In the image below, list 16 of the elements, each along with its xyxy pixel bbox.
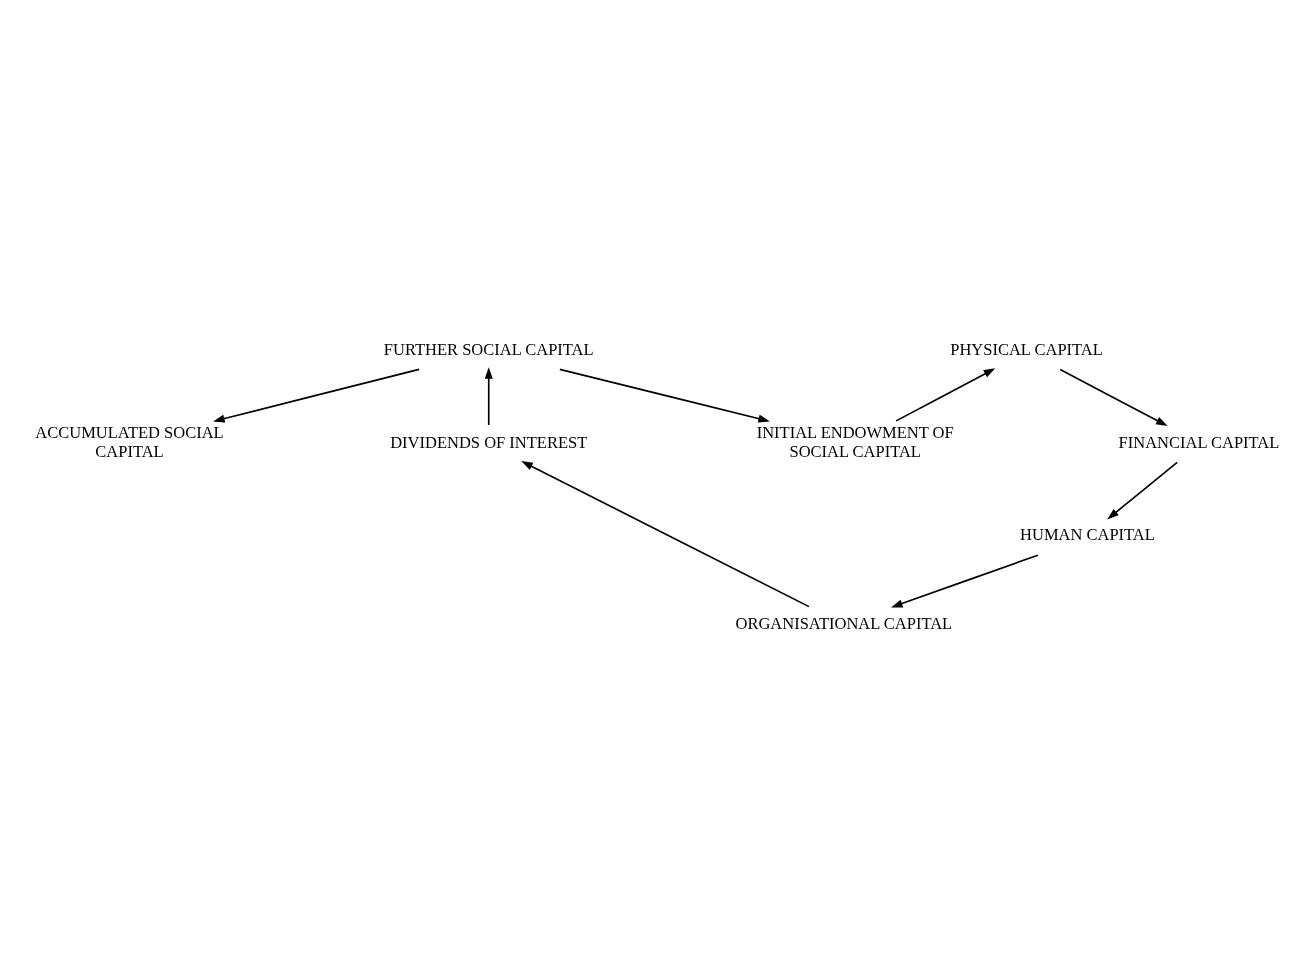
node-text: ORGANISATIONAL CAPITAL (735, 614, 953, 634)
node-text: HUMAN CAPITAL (1020, 525, 1155, 545)
node-text: PHYSICAL CAPITAL (950, 339, 1103, 359)
node-text: ACCUMULATED SOCIAL CAPITAL (35, 423, 224, 461)
node-text: FURTHER SOCIAL CAPITAL (383, 339, 594, 359)
arrow (1107, 461, 1178, 520)
arrow (895, 368, 996, 422)
node-text: DIVIDENDS OF INTEREST (390, 432, 588, 452)
node-text: FINANCIAL CAPITAL (1118, 432, 1280, 452)
arrow (891, 554, 1039, 608)
arrow (1059, 368, 1168, 427)
node-text: INITIAL ENDOWMENT OF SOCIAL CAPITAL (756, 423, 954, 461)
arrow (559, 368, 770, 423)
arrow (213, 368, 420, 423)
arrow (521, 461, 810, 608)
arrow (484, 367, 493, 426)
